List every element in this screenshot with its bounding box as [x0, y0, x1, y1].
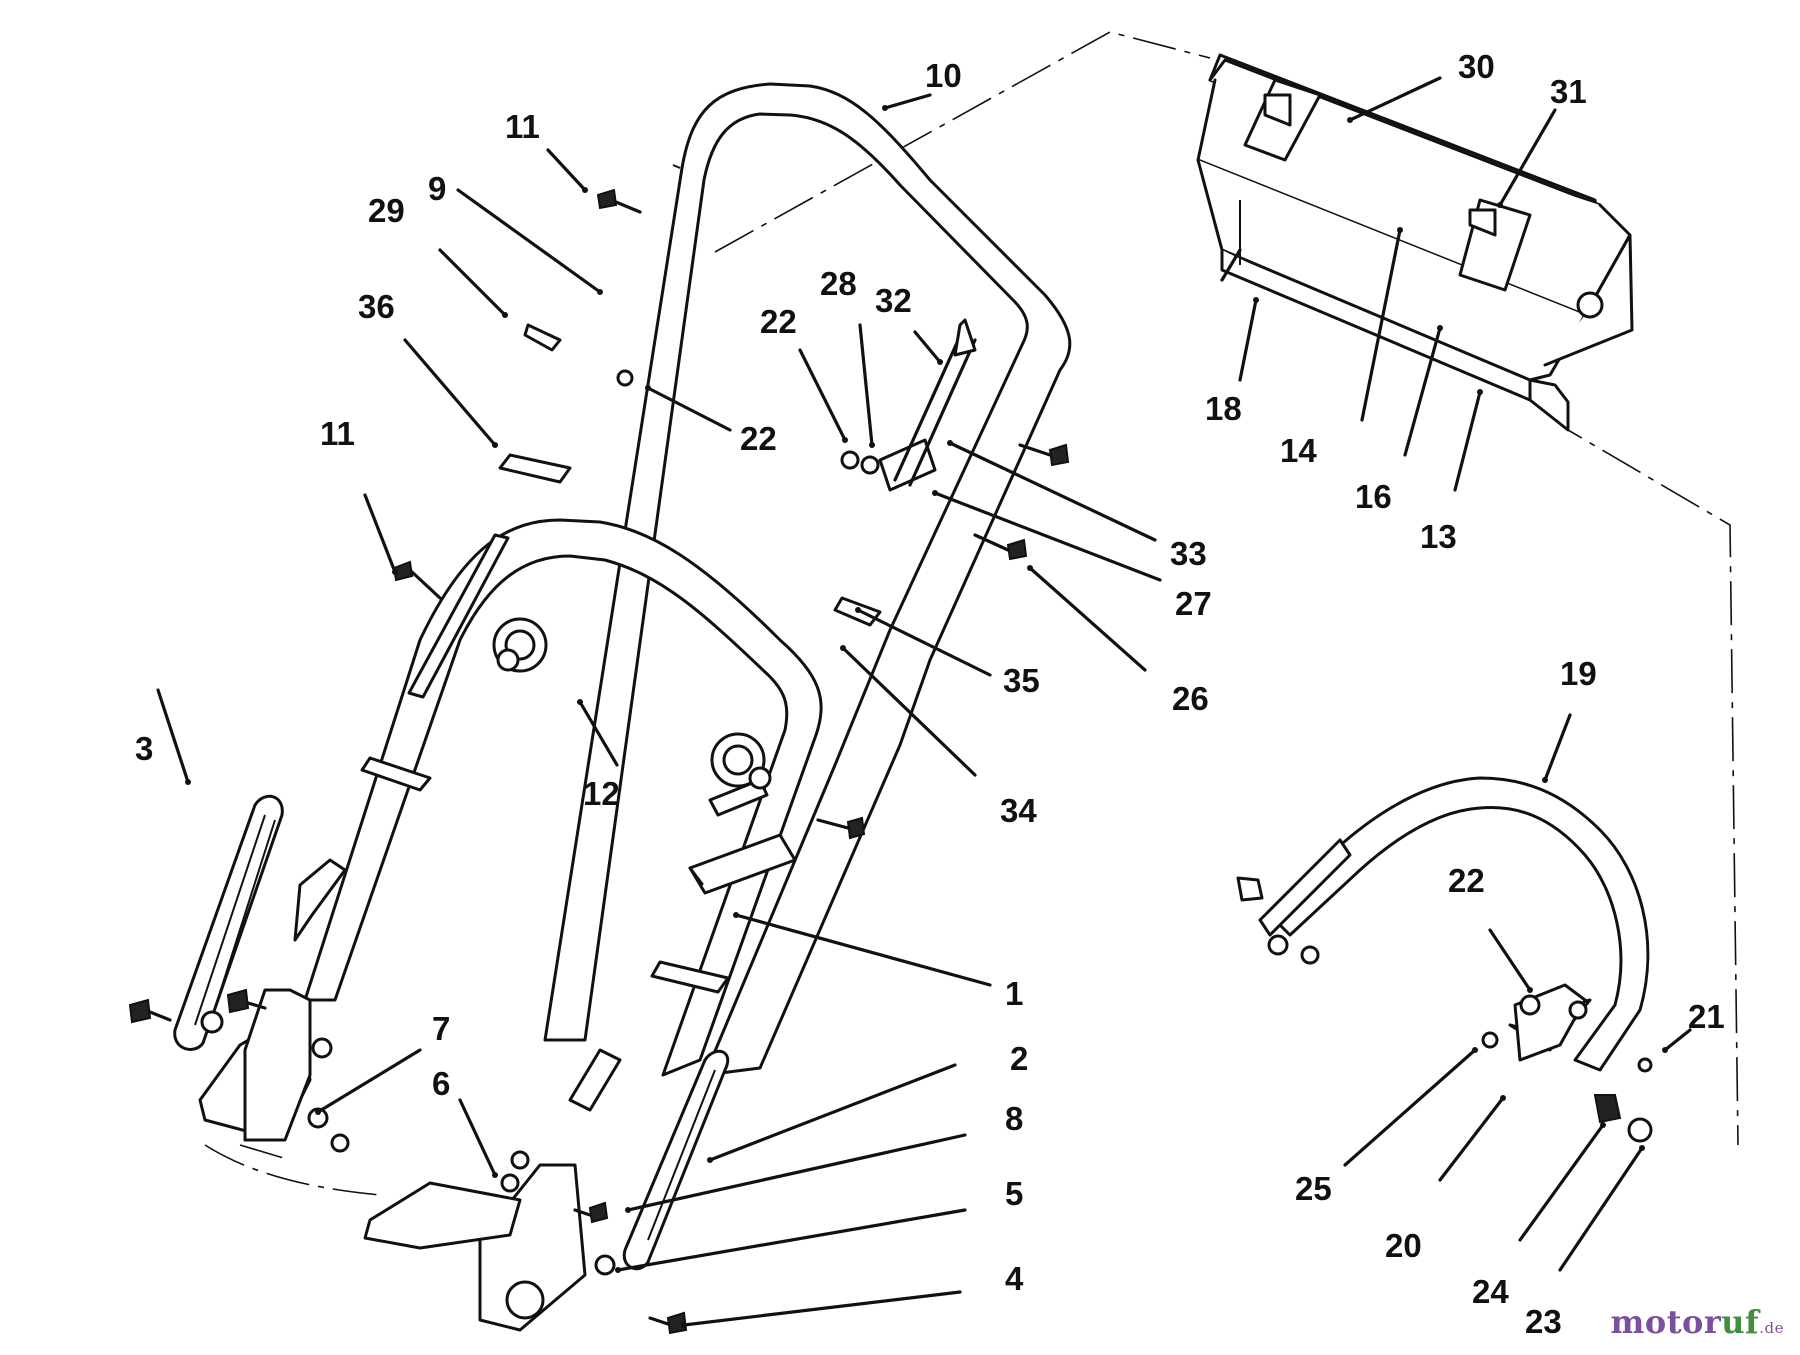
- callout-16: 16: [1355, 478, 1392, 515]
- control-panel: [1196, 53, 1634, 432]
- callout-32: 32: [875, 282, 912, 319]
- callout-20: 20: [1385, 1227, 1422, 1264]
- callout-11-upper: 11: [505, 108, 540, 145]
- callout-18: 18: [1205, 390, 1242, 427]
- callout-13: 13: [1420, 518, 1457, 555]
- callout-35: 35: [1003, 662, 1040, 699]
- callout-8: 8: [1005, 1100, 1023, 1137]
- watermark-part1: motor: [1610, 1303, 1722, 1341]
- callout-11-lower: 11: [320, 415, 355, 452]
- callout-22-left: 22: [760, 303, 797, 340]
- callout-30: 30: [1458, 48, 1495, 85]
- callout-9: 9: [428, 170, 446, 207]
- callout-1: 1: [1005, 975, 1023, 1012]
- left-bracket: [173, 794, 347, 1142]
- fasteners: [128, 188, 1070, 1335]
- side-strip: [407, 533, 510, 699]
- right-bracket: [363, 1048, 729, 1332]
- callout-6: 6: [432, 1065, 450, 1102]
- callout-7: 7: [432, 1010, 450, 1047]
- callout-19: 19: [1560, 655, 1597, 692]
- upper-handle: [543, 82, 1072, 1077]
- callout-34: 34: [1000, 792, 1037, 829]
- callout-23: 23: [1525, 1303, 1562, 1340]
- callout-36: 36: [358, 288, 395, 325]
- callout-27: 27: [1175, 585, 1212, 622]
- callout-5: 5: [1005, 1175, 1023, 1212]
- watermark-part2: uf: [1721, 1303, 1760, 1341]
- callout-14: 14: [1280, 432, 1317, 469]
- callout-25: 25: [1295, 1170, 1332, 1207]
- callout-3: 3: [135, 730, 153, 767]
- callout-28: 28: [820, 265, 857, 302]
- callout-2: 2: [1010, 1040, 1028, 1077]
- callout-33: 33: [1170, 535, 1207, 572]
- callout-26: 26: [1172, 680, 1209, 717]
- handle-knobs: [492, 617, 772, 790]
- callout-24: 24: [1472, 1273, 1509, 1310]
- callout-22-bail: 22: [1448, 862, 1485, 899]
- callout-4: 4: [1005, 1260, 1024, 1297]
- callout-22-top: 22: [740, 420, 777, 457]
- callout-21: 21: [1688, 998, 1725, 1035]
- callout-12: 12: [583, 775, 620, 812]
- callout-31: 31: [1550, 73, 1587, 110]
- cable-guides: [360, 453, 882, 994]
- callout-10: 10: [925, 57, 962, 94]
- watermark-suffix: .de: [1759, 1319, 1784, 1337]
- leader-lines: [156, 76, 1692, 1328]
- callout-29: 29: [368, 192, 405, 229]
- bail-bracket: [1481, 983, 1653, 1143]
- watermark-logo: motoruf.de: [1611, 1303, 1784, 1341]
- callouts: 1 2 3 4 5 6 7 8 9 10 11 11 12 13 14 16 1…: [135, 48, 1725, 1340]
- bail-handle: [1236, 776, 1650, 1072]
